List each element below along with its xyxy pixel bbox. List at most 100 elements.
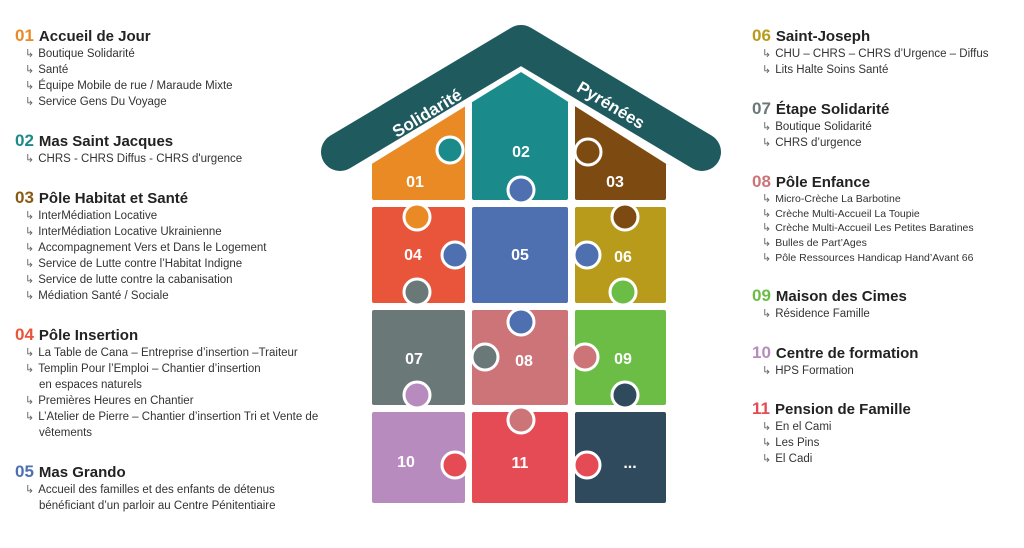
curved-arrow-icon: ↳ (762, 453, 772, 465)
list-item: ↳La Table de Cana – Entreprise d’inserti… (15, 345, 318, 361)
list-item: ↳Service de Lutte contre l’Habitat Indig… (15, 256, 266, 272)
puzzle-tab (610, 202, 640, 232)
list-item-text: Équipe Mobile de rue / Maraude Mixte (38, 80, 233, 92)
list-item-text: CHRS d’urgence (775, 137, 862, 149)
section-number: 02 (15, 131, 34, 150)
list-item: ↳CHRS - CHRS Diffus - CHRS d'urgence (15, 151, 242, 167)
curved-arrow-icon: ↳ (25, 153, 35, 165)
section-title: Pôle Habitat et Santé (38, 190, 189, 207)
puzzle-tab (506, 175, 536, 205)
list-item-text: CHU – CHRS – CHRS d’Urgence – Diffus (775, 48, 989, 60)
list-item: ↳Crèche Multi-Accueil Les Petites Barati… (752, 221, 974, 236)
puzzle-label: 07 (405, 351, 423, 368)
curved-arrow-icon: ↳ (25, 395, 35, 407)
puzzle-tab (572, 240, 602, 270)
curved-arrow-icon: ↳ (25, 274, 35, 286)
curved-arrow-icon: ↳ (762, 137, 772, 149)
list-item: ↳Bulles de Part’Ages (752, 236, 974, 251)
puzzle-piece-12 (571, 408, 668, 507)
list-item-text: Les Pins (775, 437, 820, 449)
section-number: 08 (752, 172, 771, 191)
list-item: ↳Équipe Mobile de rue / Maraude Mixte (15, 78, 233, 94)
puzzle-tab (610, 380, 640, 410)
list-item: ↳InterMédiation Locative (15, 208, 266, 224)
list-item: ↳Pôle Ressources Handicap Hand’Avant 66 (752, 251, 974, 266)
section-title: Centre de formation (775, 345, 919, 362)
list-item: ↳Résidence Famille (752, 306, 907, 322)
curved-arrow-icon: ↳ (762, 222, 772, 235)
list-item-text: bénéficiant d’un parloir au Centre Pénit… (39, 500, 276, 512)
list-item-text: Service de Lutte contre l’Habitat Indign… (38, 258, 243, 270)
list-item-text: Service Gens Du Voyage (38, 96, 167, 108)
curved-arrow-icon: ↳ (762, 308, 772, 320)
puzzle-tab (402, 380, 432, 410)
list-item: ↳HPS Formation (752, 363, 918, 379)
section-number: 09 (752, 286, 771, 305)
list-item: ↳L’Atelier de Pierre – Chantier d’insert… (15, 409, 318, 441)
list-item: ↳Médiation Santé / Sociale (15, 288, 266, 304)
curved-arrow-icon: ↳ (762, 365, 772, 377)
puzzle-tab (570, 342, 600, 372)
list-item-text: Accueil des familles et des enfants de d… (38, 484, 275, 496)
list-item-text: InterMédiation Locative (38, 210, 158, 222)
puzzle-piece-5 (468, 203, 572, 307)
section-title: Mas Grando (38, 464, 126, 481)
puzzle-label: 05 (511, 247, 529, 264)
section-title: Maison des Cimes (775, 288, 907, 305)
puzzle-tab (402, 202, 432, 232)
puzzle-label: 08 (515, 353, 533, 370)
section-number: 11 (752, 399, 770, 418)
list-item-text: En el Cami (775, 421, 832, 433)
curved-arrow-icon: ↳ (25, 363, 35, 375)
section-title: Mas Saint Jacques (38, 133, 174, 150)
section-title: Pension de Famille (774, 401, 911, 418)
list-item: ↳En el Cami (752, 419, 911, 435)
list-item: ↳Crèche Multi-Accueil La Toupie (752, 207, 974, 222)
section-number: 10 (752, 343, 771, 362)
curved-arrow-icon: ↳ (762, 48, 772, 60)
curved-arrow-icon: ↳ (25, 210, 35, 222)
puzzle-tab (573, 137, 603, 167)
curved-arrow-icon: ↳ (25, 48, 35, 60)
puzzle-tab (440, 450, 470, 480)
list-item-text: Accompagnement Vers et Dans le Logement (38, 242, 267, 254)
puzzle-tab (470, 342, 500, 372)
list-item: ↳Boutique Solidarité (752, 119, 889, 135)
section-number: 07 (752, 99, 771, 118)
list-item: ↳Les Pins (752, 435, 911, 451)
puzzle-tab (435, 135, 465, 165)
list-item: ↳El Cadi (752, 451, 911, 467)
list-item-text: InterMédiation Locative Ukrainienne (38, 226, 222, 238)
puzzle-label: ... (623, 455, 636, 472)
puzzle-label: 01 (406, 174, 424, 191)
list-item: ↳CHU – CHRS – CHRS d’Urgence – Diffus (752, 46, 988, 62)
puzzle-label: 04 (404, 247, 422, 264)
list-item: ↳CHRS d’urgence (752, 135, 889, 151)
curved-arrow-icon: ↳ (762, 237, 772, 250)
list-item-text: El Cadi (775, 453, 813, 465)
list-item: ↳Accompagnement Vers et Dans le Logement (15, 240, 266, 256)
list-item-text: Santé (38, 64, 69, 76)
section-number: 03 (15, 188, 34, 207)
puzzle-tab (402, 277, 432, 307)
section-title: Étape Solidarité (775, 101, 890, 118)
puzzle-label: 11 (512, 455, 529, 472)
curved-arrow-icon: ↳ (25, 80, 35, 92)
list-item: ↳Lits Halte Soins Santé (752, 62, 988, 78)
list-item: ↳Service Gens Du Voyage (15, 94, 233, 110)
puzzle-label: 09 (614, 351, 632, 368)
list-item-text: en espaces naturels (39, 379, 142, 391)
